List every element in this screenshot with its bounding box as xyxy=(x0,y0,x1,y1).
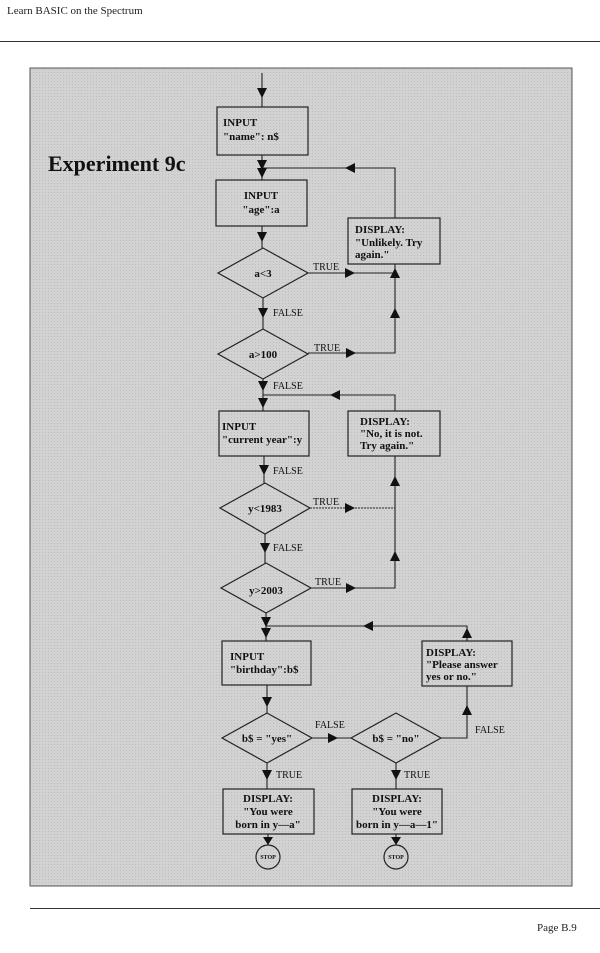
svg-text:INPUT: INPUT xyxy=(223,117,258,129)
svg-text:"name": n$: "name": n$ xyxy=(223,131,279,143)
svg-text:FALSE: FALSE xyxy=(475,725,505,736)
display-please-box: DISPLAY: "Please answer yes or no." xyxy=(421,640,513,687)
svg-text:Try again.": Try again." xyxy=(360,440,414,452)
svg-text:TRUE: TRUE xyxy=(404,770,430,781)
svg-text:INPUT: INPUT xyxy=(222,421,257,433)
decision-a-lt-3: a<3 xyxy=(216,247,310,299)
display-born-2-box: DISPLAY: "You were born in y—a—1" xyxy=(351,788,443,835)
decision-y-lt-1983: y<1983 xyxy=(218,482,312,535)
svg-text:"current year":y: "current year":y xyxy=(222,434,303,446)
svg-text:DISPLAY:: DISPLAY: xyxy=(372,793,422,805)
decision-no: b$ = "no" xyxy=(349,712,443,764)
svg-text:y>2003: y>2003 xyxy=(249,585,283,597)
diagram-panel xyxy=(29,67,573,887)
svg-text:STOP: STOP xyxy=(388,855,404,861)
svg-text:TRUE: TRUE xyxy=(276,770,302,781)
display-no-box: DISPLAY: "No, it is not. Try again." xyxy=(347,410,441,457)
decision-a-gt-100: a>100 xyxy=(216,328,310,380)
input-birthday-box: INPUT "birthday":b$ xyxy=(221,640,312,686)
svg-text:"You were: "You were xyxy=(372,806,422,818)
svg-text:TRUE: TRUE xyxy=(314,343,340,354)
svg-text:FALSE: FALSE xyxy=(273,543,303,554)
svg-text:"No, it is not.: "No, it is not. xyxy=(360,428,423,440)
svg-text:y<1983: y<1983 xyxy=(248,503,282,515)
svg-text:FALSE: FALSE xyxy=(315,720,345,731)
svg-text:"birthday":b$: "birthday":b$ xyxy=(230,664,299,676)
input-name-box: INPUT "name": n$ xyxy=(216,106,309,156)
svg-text:TRUE: TRUE xyxy=(313,262,339,273)
svg-text:FALSE: FALSE xyxy=(273,381,303,392)
decision-yes: b$ = "yes" xyxy=(220,712,314,764)
svg-text:b$ = "no": b$ = "no" xyxy=(372,733,419,745)
svg-text:"You were: "You were xyxy=(243,806,293,818)
stop-terminal-2: STOP xyxy=(383,844,409,870)
page-number: Page B.9 xyxy=(537,922,577,934)
svg-text:a>100: a>100 xyxy=(249,349,278,361)
svg-text:again.": again." xyxy=(355,249,390,261)
footer-rule xyxy=(30,908,600,909)
input-age-box: INPUT "age":a xyxy=(215,179,308,227)
branch-labels: TRUE FALSE TRUE FALSE FALSE TRUE FALSE T… xyxy=(273,262,505,781)
svg-text:yes or no.": yes or no." xyxy=(426,671,477,683)
svg-text:FALSE: FALSE xyxy=(273,466,303,477)
svg-text:FALSE: FALSE xyxy=(273,308,303,319)
svg-text:DISPLAY:: DISPLAY: xyxy=(360,416,410,428)
svg-text:born in y—a—1": born in y—a—1" xyxy=(356,819,438,831)
svg-text:born in y—a": born in y—a" xyxy=(235,819,300,831)
svg-text:"Unlikely. Try: "Unlikely. Try xyxy=(355,237,423,249)
svg-text:"age":a: "age":a xyxy=(242,204,280,216)
svg-text:a<3: a<3 xyxy=(254,268,272,280)
svg-text:"Please answer: "Please answer xyxy=(426,659,498,671)
diagram-title: Experiment 9c xyxy=(48,151,186,176)
svg-text:DISPLAY:: DISPLAY: xyxy=(243,793,293,805)
header-rule xyxy=(0,41,600,42)
display-unlikely-box: DISPLAY: "Unlikely. Try again." xyxy=(347,217,441,265)
svg-text:b$ = "yes": b$ = "yes" xyxy=(242,733,292,745)
input-year-box: INPUT "current year":y xyxy=(218,410,310,457)
svg-text:INPUT: INPUT xyxy=(230,651,265,663)
svg-text:DISPLAY:: DISPLAY: xyxy=(355,224,405,236)
svg-text:INPUT: INPUT xyxy=(244,190,279,202)
stop-terminal-1: STOP xyxy=(255,844,281,870)
svg-text:TRUE: TRUE xyxy=(315,577,341,588)
svg-text:DISPLAY:: DISPLAY: xyxy=(426,647,476,659)
svg-text:TRUE: TRUE xyxy=(313,497,339,508)
arrowheads xyxy=(257,88,472,845)
display-born-1-box: DISPLAY: "You were born in y—a" xyxy=(222,788,315,835)
svg-text:STOP: STOP xyxy=(260,855,276,861)
running-header: Learn BASIC on the Spectrum xyxy=(7,5,143,17)
decision-y-gt-2003: y>2003 xyxy=(219,562,313,614)
